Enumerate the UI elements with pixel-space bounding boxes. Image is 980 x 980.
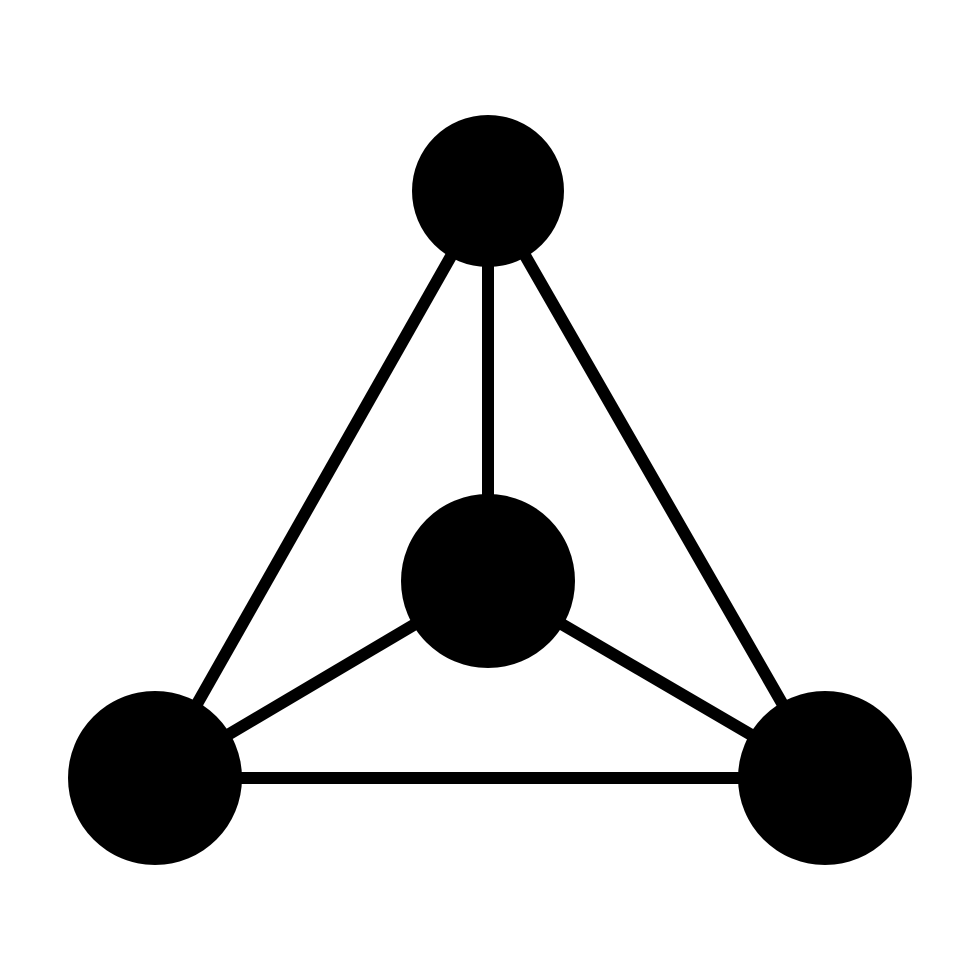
bonds-layer	[149, 188, 831, 784]
atom-center	[401, 494, 575, 668]
bond-top-bottom-right	[482, 188, 831, 781]
atom-bottom-left	[68, 691, 242, 865]
atoms-layer	[68, 115, 912, 865]
atom-top	[412, 115, 564, 267]
atom-bottom-right	[738, 691, 912, 865]
bond-top-bottom-left	[149, 188, 494, 781]
